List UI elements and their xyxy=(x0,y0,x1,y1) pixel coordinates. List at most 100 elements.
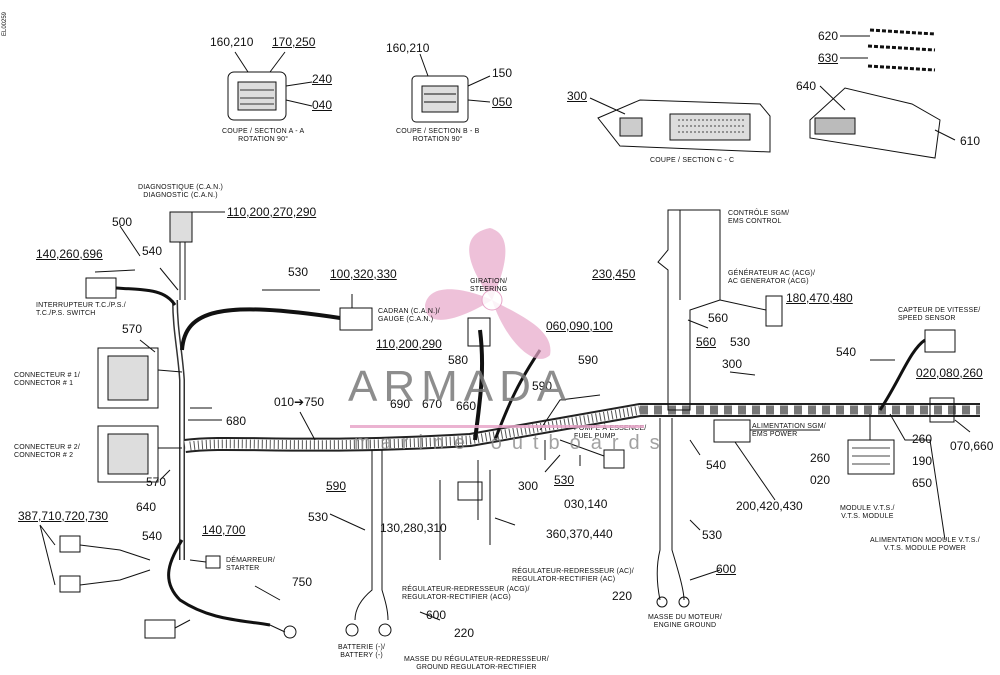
armada-logo-icon xyxy=(425,228,551,359)
callout-680: 680 xyxy=(226,414,247,428)
connector-2 xyxy=(97,425,159,483)
ems-control xyxy=(657,209,721,411)
label-ac-generator: GÉNÉRATEUR AC (ACG)/AC GENERATOR (ACG) xyxy=(728,270,816,285)
callout-220-b: 220 xyxy=(454,626,475,640)
gauge-connector xyxy=(339,307,373,331)
callout-260-b: 260 xyxy=(810,451,831,465)
callout-560-a: 560 xyxy=(708,311,729,325)
label-gauge: CADRAN (C.A.N.)/GAUGE (C.A.N.) xyxy=(378,308,440,323)
callout-540-d: 540 xyxy=(142,529,163,543)
callout-010-750: 010➔750 xyxy=(274,395,325,409)
callout-670: 670 xyxy=(422,397,443,411)
callout-530-c: 530 xyxy=(554,473,575,487)
label-ems-power: ALIMENTATION SGM/EMS POWER xyxy=(752,423,826,438)
callout-387-710-720-730: 387,710,720,730 xyxy=(18,509,109,523)
label-diagnostic: DIAGNOSTIQUE (C.A.N.)DIAGNOSTIC (C.A.N.) xyxy=(138,184,224,199)
callout-300-top: 300 xyxy=(567,89,588,103)
label-steering: GIRATION/STEERING xyxy=(470,278,508,293)
watermark-divider xyxy=(350,425,644,428)
callout-530-b: 530 xyxy=(730,335,751,349)
label-ground-regulator: MASSE DU RÉGULATEUR-REDRESSEUR/GROUND RE… xyxy=(404,656,549,671)
section-aa-connector xyxy=(227,71,287,121)
ground-terminal xyxy=(378,623,392,637)
callout-110-200-270-290: 110,200,270,290 xyxy=(227,205,317,219)
callout-570-a: 570 xyxy=(122,322,143,336)
callout-300-low: 300 xyxy=(518,479,539,493)
right-connector xyxy=(929,397,955,423)
callout-260: 260 xyxy=(912,432,933,446)
callout-220-a: 220 xyxy=(612,589,633,603)
battery-terminal xyxy=(345,623,359,637)
plug-upper xyxy=(59,535,81,553)
callout-020: 020 xyxy=(810,473,831,487)
label-speed-sensor: CAPTEUR DE VITESSE/SPEED SENSOR xyxy=(898,307,981,322)
callout-050: 050 xyxy=(492,95,513,109)
callout-200-420-430: 200,420,430 xyxy=(736,499,803,513)
label-fuel-pump: POMPE À ESSENCE/FUEL PUMP xyxy=(574,425,647,440)
section-cc-connector xyxy=(597,99,771,153)
callout-560-b: 560 xyxy=(696,335,717,349)
callout-140-260-696: 140,260,696 xyxy=(36,247,103,261)
callout-020-080-260: 020,080,260 xyxy=(916,366,983,380)
callout-570-b: 570 xyxy=(146,475,167,489)
callout-630: 630 xyxy=(818,51,839,65)
callout-100-320-330: 100,320,330 xyxy=(330,267,397,281)
callout-360-370-440: 360,370,440 xyxy=(546,527,613,541)
callout-660: 660 xyxy=(456,399,477,413)
label-regulator-ac: RÉGULATEUR-REDRESSEUR (AC)/REGULATOR-REC… xyxy=(512,568,634,583)
callout-750: 750 xyxy=(292,575,313,589)
callout-690: 690 xyxy=(390,397,411,411)
callout-530-e: 530 xyxy=(702,528,723,542)
watermark-subtitle: marine outboards xyxy=(354,432,670,454)
label-vts-power: ALIMENTATION MODULE V.T.S./V.T.S. MODULE… xyxy=(870,537,980,552)
label-engine-ground: MASSE DU MOTEUR/ENGINE GROUND xyxy=(648,614,722,629)
callout-180-470-480: 180,470,480 xyxy=(786,291,853,305)
callout-530-d: 530 xyxy=(308,510,329,524)
callout-640-b: 640 xyxy=(136,500,157,514)
callout-190: 190 xyxy=(912,454,933,468)
label-switch: INTERRUPTEUR T.C./P.S./T.C./P.S. SWITCH xyxy=(36,302,126,317)
callout-540-c: 540 xyxy=(706,458,727,472)
regulator-connector xyxy=(457,481,483,501)
diagnostic-connector xyxy=(169,211,193,243)
callout-530-a: 530 xyxy=(288,265,309,279)
callout-170-250: 170,250 xyxy=(272,35,316,49)
connector-1 xyxy=(97,347,159,409)
callout-300-mid: 300 xyxy=(722,357,743,371)
callout-640: 640 xyxy=(796,79,817,93)
label-starter: DÉMARREUR/STARTER xyxy=(226,557,276,572)
top-right-connector xyxy=(809,87,941,159)
callout-240: 240 xyxy=(312,72,333,86)
callout-040: 040 xyxy=(312,98,333,112)
callout-590-c: 590 xyxy=(326,479,347,493)
fuel-pump-connector xyxy=(603,449,625,469)
label-section-cc: COUPE / SECTION C - C xyxy=(650,157,735,164)
callout-600-b: 600 xyxy=(426,608,447,622)
callout-150: 150 xyxy=(492,66,513,80)
ac-generator-connector xyxy=(765,295,783,327)
label-ems-control: CONTRÔLE SGM/EMS CONTROL xyxy=(728,210,790,225)
callout-060-090-100: 060,090,100 xyxy=(546,319,613,333)
callout-590-b: 590 xyxy=(532,379,553,393)
callout-030-140: 030,140 xyxy=(564,497,608,511)
section-bb-connector xyxy=(411,75,469,123)
callout-540-a: 540 xyxy=(142,244,163,258)
callout-110-200-290: 110,200,290 xyxy=(376,337,442,351)
label-battery: BATTERIE (-)/BATTERY (-) xyxy=(338,644,386,659)
switch-connector xyxy=(85,277,117,299)
callout-590-a: 590 xyxy=(578,353,599,367)
label-connector-2: CONNECTEUR # 2/CONNECTOR # 2 xyxy=(14,444,81,459)
callout-230-450: 230,450 xyxy=(592,267,636,281)
battery-plug xyxy=(144,619,176,639)
callout-610: 610 xyxy=(960,134,981,148)
callout-540-b: 540 xyxy=(836,345,857,359)
engine-ground-terminal-2 xyxy=(678,596,690,608)
starter-connector xyxy=(205,555,221,569)
label-connector-1: CONNECTEUR # 1/CONNECTOR # 1 xyxy=(14,372,81,387)
callout-140-700: 140,700 xyxy=(202,523,246,537)
callout-600-a: 600 xyxy=(716,562,737,576)
label-regulator-acg: RÉGULATEUR-REDRESSEUR (ACG)/REGULATOR-RE… xyxy=(402,586,530,601)
document-code: EL00259 xyxy=(2,11,8,36)
